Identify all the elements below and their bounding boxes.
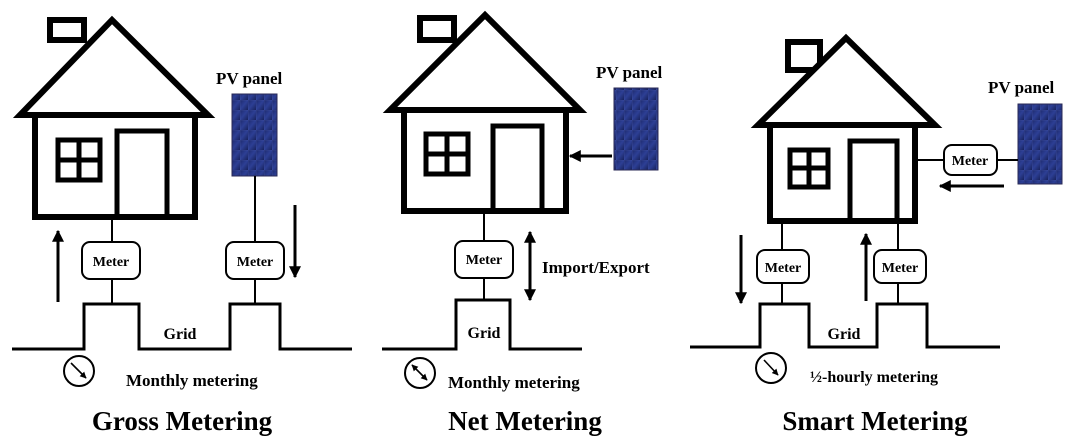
meter-dial-icon: [404, 357, 436, 389]
door-icon: [114, 128, 170, 220]
svg-text:Meter: Meter: [466, 253, 503, 268]
window-icon: [787, 147, 831, 190]
house-icon: [382, 10, 588, 214]
svg-text:Meter: Meter: [882, 261, 919, 276]
grid-label: Grid: [468, 325, 501, 342]
window-icon: [423, 131, 471, 177]
house-icon: [750, 33, 943, 224]
grid-label: Grid: [164, 326, 197, 343]
meter-dial-icon: [63, 355, 95, 387]
svg-text:Meter: Meter: [93, 255, 130, 270]
period-label: Monthly metering: [448, 373, 580, 392]
pv-panel-icon: [1017, 103, 1063, 185]
pv-panel-label: PV panel: [216, 69, 283, 88]
window-icon: [55, 137, 103, 183]
meter-dial-icon: [755, 352, 787, 384]
pv-panel-icon: [613, 87, 659, 171]
grid-line: [690, 302, 1000, 349]
pv-panel-label: PV panel: [988, 78, 1055, 97]
svg-text:Meter: Meter: [765, 261, 802, 276]
meter-box: Meter: [756, 249, 810, 284]
panel-title: Net Metering: [448, 406, 602, 436]
net-metering-panel: PV panel Meter Import/Export Grid Monthl…: [382, 10, 663, 436]
panel-title: Gross Metering: [92, 406, 273, 436]
period-label: Monthly metering: [126, 371, 258, 390]
door-icon: [490, 123, 545, 214]
grid-line: [12, 302, 352, 351]
grid-line: [382, 298, 582, 351]
door-icon: [847, 138, 900, 224]
panel-title: Smart Metering: [782, 406, 968, 436]
gross-metering-panel: PV panel Meter Meter Grid Monthly meteri…: [12, 15, 352, 436]
grid-label: Grid: [828, 326, 861, 343]
svg-text:Meter: Meter: [237, 255, 274, 270]
house-icon: [12, 15, 216, 220]
meter-box: Meter: [943, 144, 998, 176]
meter-box: Meter: [454, 240, 514, 279]
meter-box: Meter: [225, 241, 285, 280]
period-label: ½-hourly metering: [810, 369, 938, 386]
flow-label: Import/Export: [542, 258, 650, 277]
pv-panel-icon: [231, 93, 278, 177]
meter-box: Meter: [81, 241, 141, 280]
smart-metering-panel: PV panel Meter Meter Meter Grid ½-hourly…: [690, 33, 1063, 436]
meter-box: Meter: [873, 249, 927, 284]
svg-text:Meter: Meter: [952, 154, 989, 169]
pv-panel-label: PV panel: [596, 63, 663, 82]
